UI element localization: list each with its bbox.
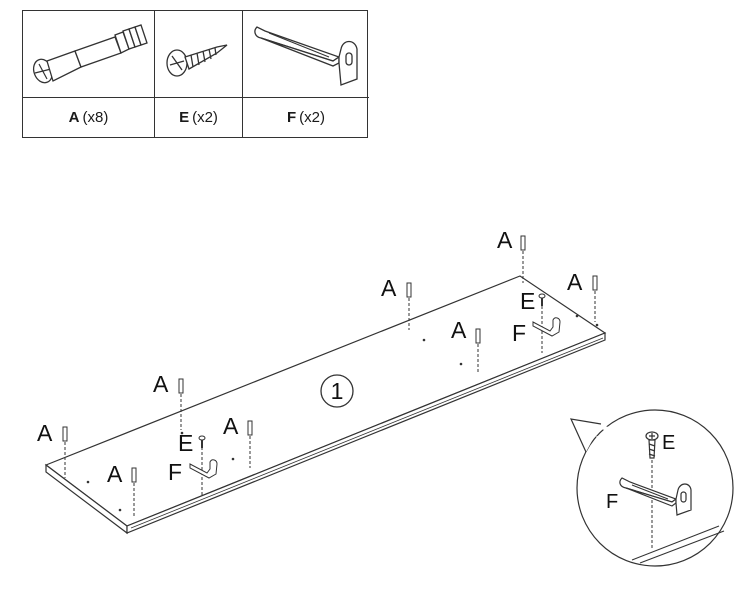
dowel-a-5: A (153, 371, 184, 430)
callout-a-4: A (451, 317, 467, 343)
part-f-qty: (x2) (299, 109, 325, 126)
board-panel (44, 275, 607, 535)
callout-f-left: F (168, 459, 182, 485)
detail-label-e: E (662, 432, 675, 454)
part-e-label: E(x2) (155, 98, 243, 137)
part-a-label: A(x8) (23, 98, 155, 137)
detail-bracket-icon (619, 477, 692, 516)
part-a-letter: A (68, 109, 80, 126)
callout-a-3: A (567, 269, 583, 295)
part-f-image (243, 11, 369, 98)
part-e-qty: (x2) (192, 109, 218, 126)
step-marker: 1 (320, 374, 354, 408)
part-e-letter: E (179, 109, 190, 126)
dowel-a-3: A (567, 269, 598, 322)
hole-marks (86, 314, 599, 512)
dowel-a-8: A (107, 461, 137, 516)
callout-a-2: A (381, 275, 397, 301)
screw-e-left: E (178, 430, 206, 497)
callout-a-7: A (37, 420, 53, 446)
callout-a-1: A (497, 227, 513, 253)
parts-table: A(x8) E(x2) F(x2) (22, 10, 369, 138)
part-e-image (155, 11, 243, 98)
cam-dowel-icon (32, 24, 148, 84)
dowel-a-7: A (37, 420, 68, 478)
callout-a-6: A (223, 413, 239, 439)
callout-e-right: E (520, 288, 535, 314)
part-a-image (23, 11, 155, 98)
detail-screw-icon (645, 431, 659, 459)
part-f-label: F(x2) (243, 98, 369, 137)
part-f-letter: F (286, 109, 297, 126)
dowel-a-4: A (451, 317, 481, 374)
callout-a-8: A (107, 461, 123, 487)
detail-bubble: E F (569, 409, 734, 567)
step-number: 1 (331, 378, 344, 404)
dowel-a-2: A (381, 275, 412, 330)
callout-a-5: A (153, 371, 169, 397)
dowel-a-1: A (497, 227, 526, 283)
bracket-f-right: F (512, 317, 561, 346)
l-bracket-icon (254, 26, 358, 86)
callout-e-left: E (178, 430, 193, 456)
dowel-a-6: A (223, 413, 253, 468)
screw-icon (166, 44, 228, 77)
screw-e-right: E (520, 288, 546, 353)
callout-f-right: F (512, 320, 526, 346)
part-a-qty: (x8) (82, 109, 109, 126)
detail-label-f: F (606, 491, 618, 513)
bracket-f-left: F (168, 459, 218, 485)
